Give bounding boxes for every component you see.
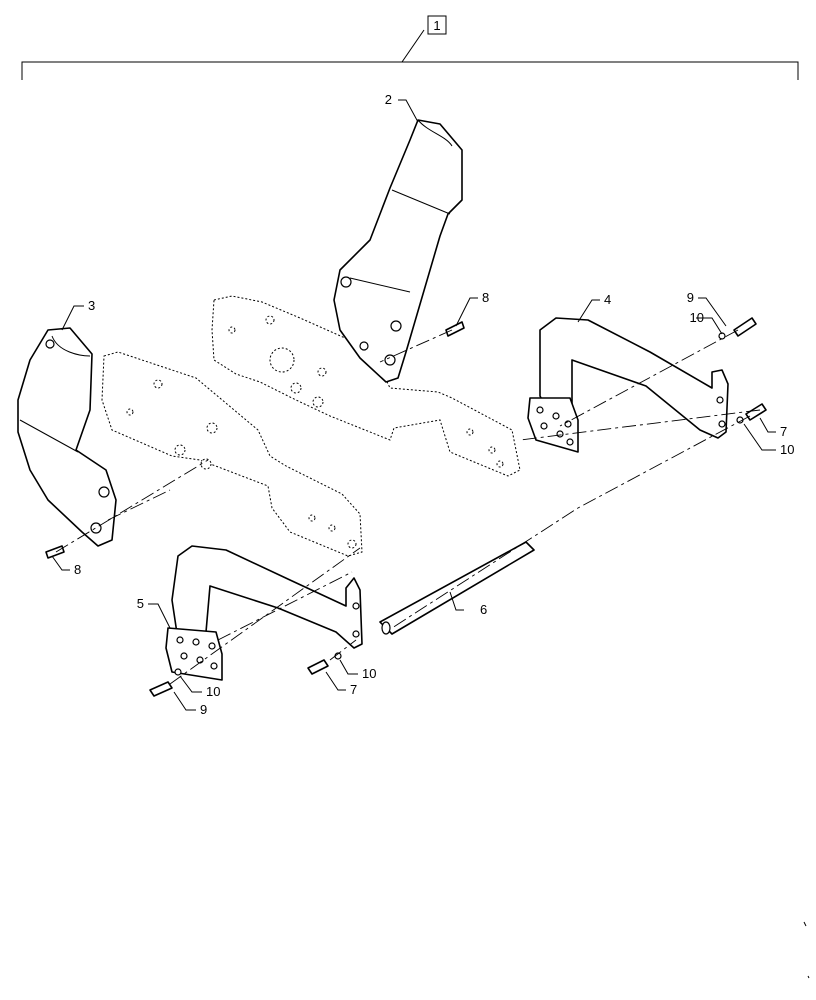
part-4-right-bracket xyxy=(527,317,729,453)
callout-8-lower: 8 xyxy=(74,562,81,577)
frame-rail-left-phantom xyxy=(101,351,363,557)
callout-10-upper: 10 xyxy=(690,310,704,325)
assembly-item-number: 1 xyxy=(433,18,440,33)
part-6-rod xyxy=(379,541,535,635)
callout-8-upper: 8 xyxy=(482,290,489,305)
part-2-upper-shield xyxy=(333,119,463,383)
callout-4: 4 xyxy=(604,292,611,307)
callout-2: 2 xyxy=(385,92,392,107)
stray-marks xyxy=(803,921,810,979)
callout-9-lower: 9 xyxy=(200,702,207,717)
callout-labels: 2 3 4 5 6 8 8 9 10 7 10 9 10 7 10 xyxy=(74,92,794,717)
callout-9-upper: 9 xyxy=(687,290,694,305)
callout-10-lower-right: 10 xyxy=(362,666,376,681)
assembly-bracket: 1 xyxy=(21,15,799,80)
callout-6: 6 xyxy=(480,602,487,617)
callout-3: 3 xyxy=(88,298,95,313)
callout-10-right: 10 xyxy=(780,442,794,457)
callout-10-lower-left: 10 xyxy=(206,684,220,699)
callout-5: 5 xyxy=(137,596,144,611)
frame-rail-right-phantom xyxy=(211,295,521,477)
center-lines xyxy=(55,329,761,685)
callout-7-right: 7 xyxy=(780,424,787,439)
part-5-left-bracket xyxy=(165,545,363,681)
callout-leaders xyxy=(51,99,776,711)
part-3-left-shield xyxy=(17,327,117,547)
callout-7-lower: 7 xyxy=(350,682,357,697)
